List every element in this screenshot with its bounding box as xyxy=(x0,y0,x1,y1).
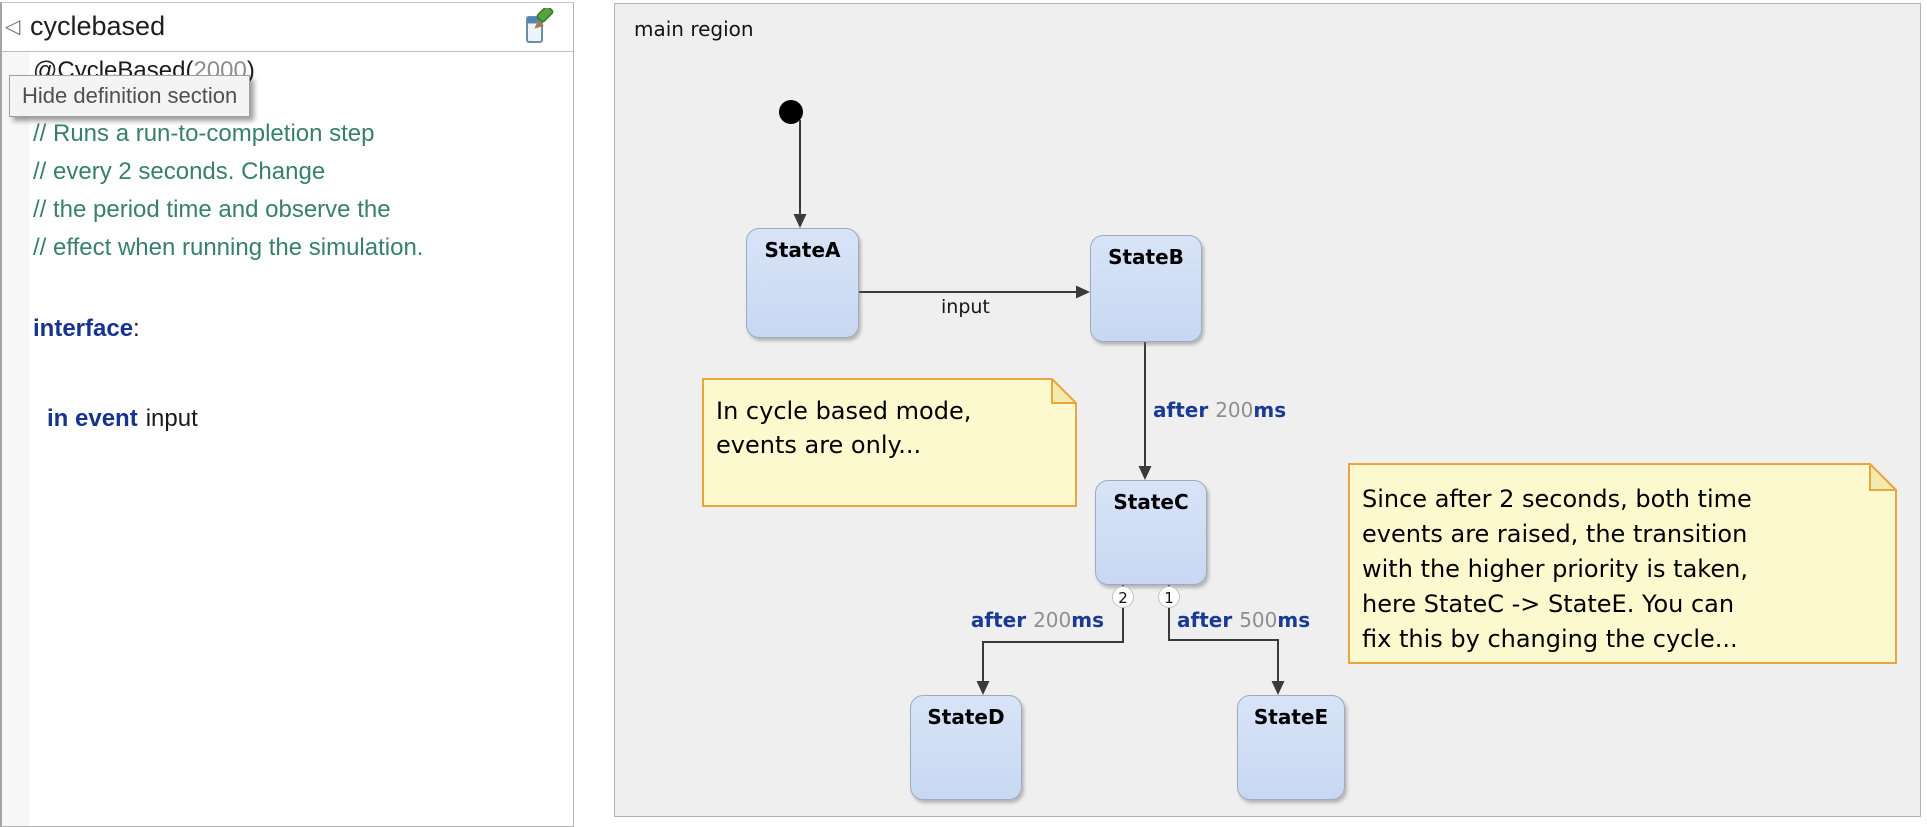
initial-state[interactable] xyxy=(779,100,807,228)
transition-stateA-stateB[interactable] xyxy=(857,285,1090,299)
note-text: Since after 2 seconds, both time events … xyxy=(1362,485,1752,653)
priority-badge-1: 1 xyxy=(1158,586,1180,608)
note-shape xyxy=(1348,463,1897,664)
definition-section-icon[interactable] xyxy=(519,8,555,46)
state-stateE[interactable]: StateE xyxy=(1237,695,1345,800)
transition-stateC-stateE[interactable] xyxy=(1168,583,1285,695)
note-fold-corner xyxy=(1869,463,1897,491)
diagram-canvas[interactable]: main region xyxy=(614,3,1921,817)
state-label: StateE xyxy=(1253,705,1329,729)
note-priority-explanation[interactable]: Since after 2 seconds, both time events … xyxy=(1348,463,1897,664)
definition-section-header: ◁ cyclebased xyxy=(2,3,573,52)
note-fold-corner xyxy=(1051,378,1077,404)
comment-line: // Runs a run-to-completion step xyxy=(33,120,375,147)
tooltip: Hide definition section xyxy=(9,75,251,117)
interface-line: interface: xyxy=(33,315,140,342)
transition-stateC-stateD[interactable] xyxy=(976,583,1124,695)
editor-gutter xyxy=(2,52,29,826)
transition-label-input[interactable]: input xyxy=(941,296,990,318)
state-label: StateB xyxy=(1108,245,1184,269)
state-label: StateD xyxy=(927,705,1005,729)
statechart-title: cyclebased xyxy=(30,11,166,41)
state-label: StateC xyxy=(1113,490,1189,514)
state-stateD[interactable]: StateD xyxy=(910,695,1022,800)
note-cycle-based-mode[interactable]: In cycle based mode, events are only... xyxy=(702,378,1077,507)
note-shape xyxy=(702,378,1077,507)
state-stateB[interactable]: StateB xyxy=(1090,235,1202,342)
region-label: main region xyxy=(634,17,754,41)
state-stateC[interactable]: StateC xyxy=(1095,480,1207,585)
definition-section-panel: ◁ cyclebased @CycleBased(2000) // Runs a… xyxy=(0,2,574,827)
comment-line: // the period time and observe the xyxy=(33,196,391,223)
definition-code-editor[interactable]: @CycleBased(2000) // Runs a run-to-compl… xyxy=(2,52,573,826)
transitions-layer xyxy=(779,100,1285,695)
state-label: StateA xyxy=(764,238,841,262)
state-stateA[interactable]: StateA xyxy=(746,228,859,338)
collapse-panel-icon[interactable]: ◁ xyxy=(5,16,21,38)
comment-line: // effect when running the simulation. xyxy=(33,234,424,261)
comment-line: // every 2 seconds. Change xyxy=(33,158,326,185)
priority-badge-2: 2 xyxy=(1112,586,1134,608)
transition-stateB-stateC[interactable] xyxy=(1138,341,1152,480)
note-text: In cycle based mode, events are only... xyxy=(716,397,972,459)
